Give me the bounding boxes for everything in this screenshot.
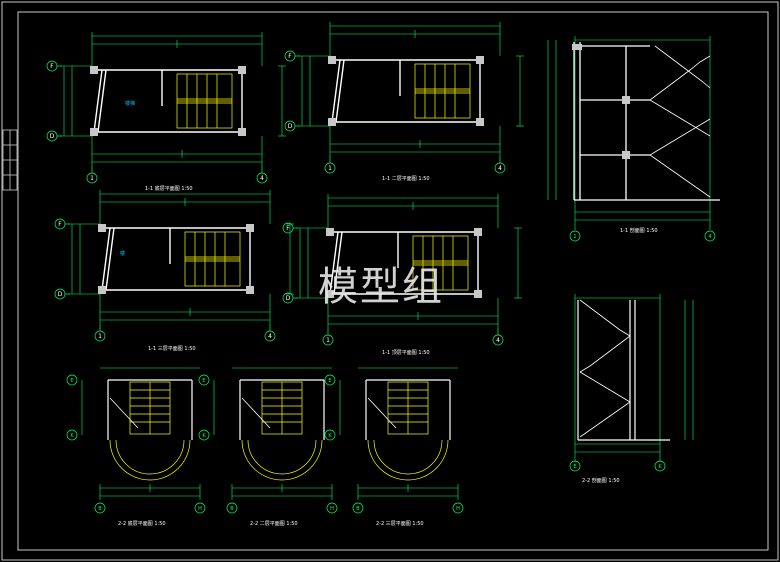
grid-label: K — [202, 433, 206, 439]
section-title-s2: 2-2 剖面图 1:50 — [582, 477, 620, 484]
grid-label: D — [50, 133, 55, 140]
grid-label: F — [58, 221, 62, 228]
plan-p1 — [46, 31, 287, 184]
grid-label: D — [286, 295, 291, 302]
grid-label: 4 — [498, 165, 502, 172]
round-plan-r2 — [198, 367, 338, 514]
section-s2: E K 2-2 剖面图 1:50 — [569, 294, 694, 484]
grid-label: D — [58, 291, 63, 298]
grid-label: 1 — [573, 234, 576, 240]
grid-label: E — [202, 378, 205, 384]
grid-label: B — [230, 506, 234, 512]
grid-label: D — [288, 123, 293, 130]
grid-label: F — [288, 53, 292, 60]
room-label-p1: 楼梯 — [125, 100, 135, 107]
section-s1: 1 4 1-1 剖面图 1:50 — [547, 36, 720, 242]
grid-label: 4 — [708, 234, 711, 240]
room-label-p3: 楼 — [120, 250, 125, 257]
round-plan-r1 — [66, 367, 206, 514]
round-plan-title-r2: 2-2 二层平面图 1:50 — [250, 521, 298, 527]
grid-label: F — [50, 63, 54, 70]
grid-label: E — [70, 378, 73, 384]
grid-label: K — [658, 464, 662, 470]
plan-p3 — [54, 189, 295, 342]
binding-margin-block — [2, 129, 18, 191]
section-title-s1: 1-1 剖面图 1:50 — [620, 227, 658, 234]
plan-title-p1: 1-1 底层平面图 1:50 — [145, 185, 193, 192]
watermark: 模型组 — [318, 264, 444, 310]
grid-label: 1 — [90, 175, 94, 182]
grid-label: 4 — [496, 337, 500, 344]
grid-label: E — [573, 464, 576, 470]
grid-label: 4 — [260, 175, 264, 182]
grid-label: 1 — [326, 337, 330, 344]
grid-label: H — [456, 506, 460, 512]
plan-title-p3: 1-1 三层平面图 1:50 — [148, 346, 196, 352]
grid-label: B — [98, 506, 102, 512]
grid-label: F — [286, 225, 290, 232]
grid-label: H — [198, 506, 202, 512]
round-plan-r3 — [324, 367, 464, 514]
plan-p2 — [284, 21, 525, 174]
grid-label: 4 — [268, 333, 272, 340]
grid-label: 1 — [98, 333, 102, 340]
grid-label: K — [70, 433, 74, 439]
drawing-frame — [17, 11, 769, 551]
grid-label: B — [356, 506, 360, 512]
grid-label: E — [328, 378, 331, 384]
grid-label: K — [328, 433, 332, 439]
round-plan-title-r1: 2-2 底层平面图 1:50 — [118, 520, 166, 527]
grid-label: 1 — [328, 165, 332, 172]
round-plan-title-r3: 2-2 三层平面图 1:50 — [376, 521, 424, 527]
grid-label: H — [330, 506, 334, 512]
plan-title-p2: 1-1 二层平面图 1:50 — [382, 176, 430, 182]
plan-title-p4: 1-1 顶层平面图 1:50 — [382, 350, 430, 356]
